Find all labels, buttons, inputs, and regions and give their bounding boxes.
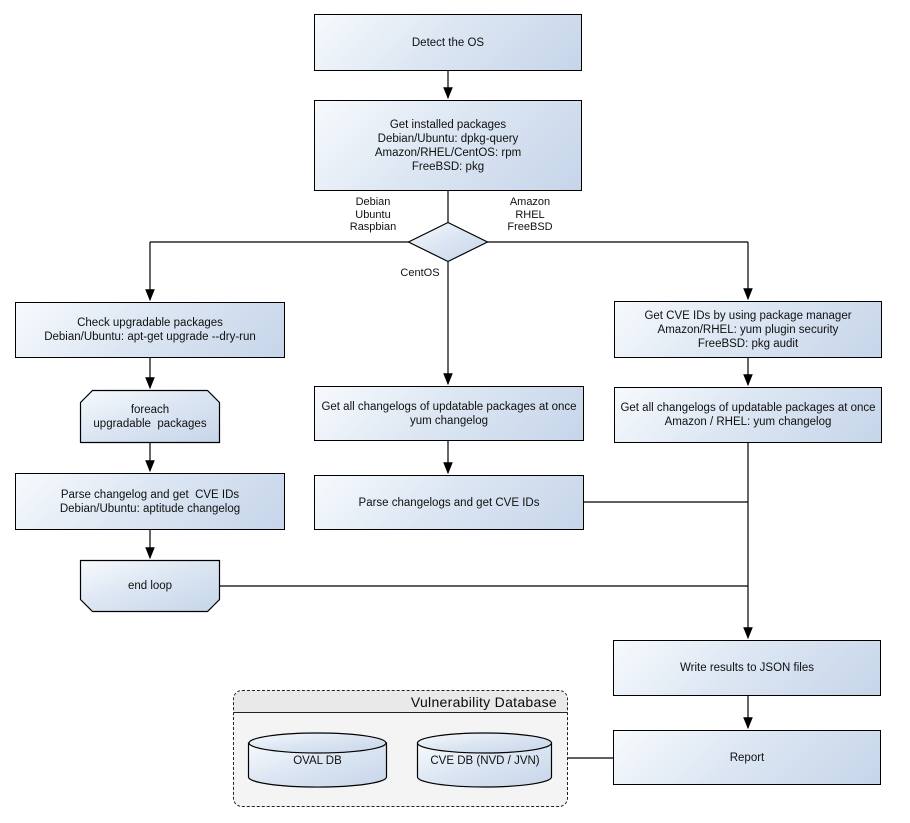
node-get-changelogs-amazon-rhel: Get all changelogs of updatable packages… (614, 387, 882, 443)
foreach-loop-label: foreach upgradable packages (93, 403, 207, 430)
vulnerability-database-title: Vulnerability Database (410, 693, 557, 710)
os-decision-diamond (407, 221, 489, 263)
branch-label-debian-ubuntu-raspbian: Debian Ubuntu Raspbian (349, 196, 397, 233)
end-loop-label: end loop (127, 580, 173, 592)
node-parse-changelogs: Parse changelogs and get CVE IDs (314, 475, 584, 530)
node-detect-os: Detect the OS (314, 14, 582, 71)
cve-db-label: CVE DB (NVD / JVN) (430, 755, 540, 767)
vulnerability-database-header: Vulnerability Database (234, 691, 567, 713)
node-get-changelogs-centos: Get all changelogs of updatable packages… (314, 386, 584, 441)
node-check-upgradable-packages: Check upgradable packages Debian/Ubuntu:… (15, 302, 285, 358)
node-get-installed-packages: Get installed packages Debian/Ubuntu: dp… (314, 100, 582, 191)
oval-db-label: OVAL DB (293, 755, 342, 767)
branch-label-amazon-rhel-freebsd: Amazon RHEL FreeBSD (507, 196, 553, 233)
node-parse-changelog-debian: Parse changelog and get CVE IDs Debian/U… (15, 473, 285, 530)
node-get-cve-ids-package-manager: Get CVE IDs by using package manager Ama… (614, 301, 882, 358)
node-write-results-json: Write results to JSON files (613, 640, 881, 696)
node-report: Report (613, 730, 881, 785)
branch-label-centos: CentOS (400, 267, 440, 279)
